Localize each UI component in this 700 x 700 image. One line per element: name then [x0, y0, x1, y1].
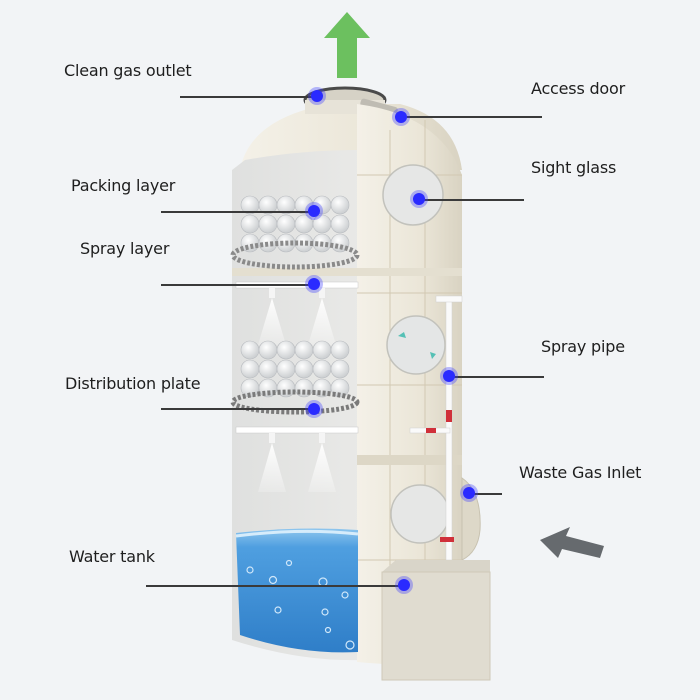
label-spray-layer: Spray layer: [80, 239, 170, 258]
callout-dot-access-door: [395, 111, 407, 123]
waste-gas-inlet-arrow-icon: [540, 527, 604, 558]
sight-glass-middle: [386, 315, 446, 375]
leader-spray-pipe: [449, 376, 544, 378]
label-water-tank: Water tank: [69, 547, 155, 566]
label-waste-gas-inlet: Waste Gas Inlet: [519, 463, 642, 482]
leader-water-tank: [146, 585, 404, 587]
callout-dot-waste-gas-inlet: [463, 487, 475, 499]
water-tank-box: [381, 560, 491, 681]
label-access-door: Access door: [531, 79, 625, 98]
leader-waste-gas-inlet: [469, 493, 502, 495]
label-distribution-plate: Distribution plate: [65, 374, 201, 393]
label-clean-gas-outlet: Clean gas outlet: [64, 61, 192, 80]
packing-layer-lower: [230, 340, 360, 415]
leader-access-door: [402, 116, 542, 118]
label-sight-glass: Sight glass: [531, 158, 617, 177]
leader-clean-gas-outlet: [180, 96, 317, 98]
callout-dot-clean-gas-outlet: [311, 90, 323, 102]
label-packing-layer: Packing layer: [71, 176, 176, 195]
spray-header-lower: [235, 426, 359, 492]
callout-dot-spray-layer: [308, 278, 320, 290]
callout-dot-packing-layer: [308, 205, 320, 217]
callout-dot-distribution-plate: [308, 403, 320, 415]
leader-sight-glass: [419, 199, 524, 201]
leader-distribution-plate: [161, 408, 314, 410]
leader-spray-layer: [161, 284, 314, 286]
sight-glass-lower: [390, 484, 450, 544]
callout-dot-water-tank: [398, 579, 410, 591]
leader-packing-layer: [161, 211, 314, 213]
water-tank-water: [235, 528, 359, 653]
label-spray-pipe: Spray pipe: [541, 337, 625, 356]
callout-dot-sight-glass: [413, 193, 425, 205]
clean-gas-outlet-arrow-icon: [324, 12, 370, 78]
callout-dot-spray-pipe: [443, 370, 455, 382]
packing-layer-upper: [230, 195, 360, 270]
